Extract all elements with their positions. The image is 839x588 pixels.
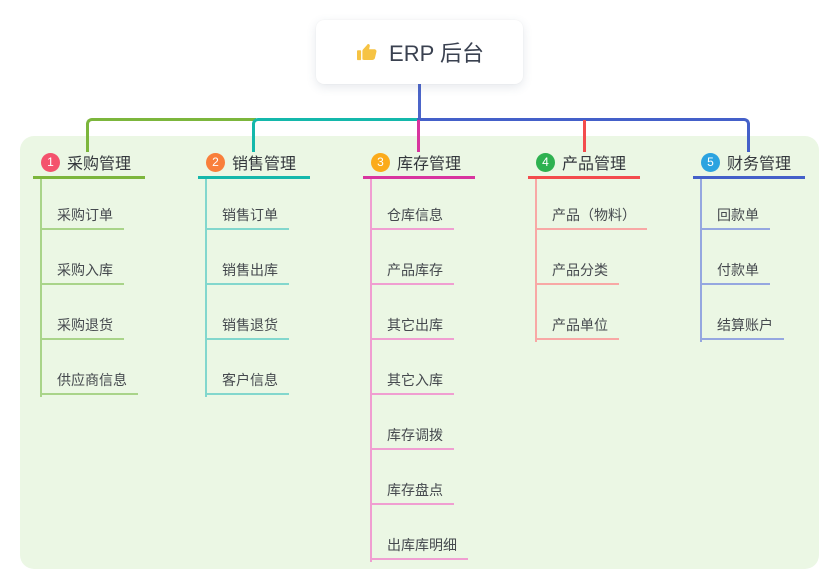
node-kucun-diaobo[interactable]: 库存调拨 [370,422,454,450]
branch-header-caiwu[interactable]: 5 财务管理 [693,148,805,179]
connector-branch1-elbow [86,118,256,152]
node-qita-ruku[interactable]: 其它入库 [370,367,454,395]
branch5-child-line [700,179,702,342]
branches-panel [20,136,819,569]
node-huikuan-dan[interactable]: 回款单 [700,202,770,230]
branch-header-caigou[interactable]: 1 采购管理 [33,148,145,179]
branch-header-chanpin[interactable]: 4 产品管理 [528,148,640,179]
branch3-child-line [370,179,372,562]
branch3-number-badge: 3 [371,152,390,172]
node-caigou-tuihuo[interactable]: 采购退货 [40,312,124,340]
root-title: ERP 后台 [389,41,484,66]
node-chanpin-wuliao[interactable]: 产品（物料） [535,202,647,230]
connector-branch3-drop [417,120,420,152]
connector-branch4-drop [583,120,586,152]
root-node[interactable]: ERP 后台 [316,20,523,84]
node-xiaoshou-tuihuo[interactable]: 销售退货 [205,312,289,340]
branch2-child-line [205,179,207,397]
node-kehu-xinxi[interactable]: 客户信息 [205,367,289,395]
thumbs-up-icon [355,40,379,64]
branch1-child-line [40,179,42,397]
connector-branch2-elbow [252,118,419,152]
node-chanpin-kucun[interactable]: 产品库存 [370,257,454,285]
branch1-label: 采购管理 [67,156,132,173]
node-chuku-mingxi[interactable]: 出库库明细 [370,532,468,560]
node-caigou-ruku[interactable]: 采购入库 [40,257,124,285]
node-fukuan-dan[interactable]: 付款单 [700,257,770,285]
branch3-label: 库存管理 [397,156,462,173]
node-jiesuan-zhanghu[interactable]: 结算账户 [700,312,784,340]
node-xiaoshou-chuku[interactable]: 销售出库 [205,257,289,285]
branch-header-kucun[interactable]: 3 库存管理 [363,148,475,179]
node-cangku-xinxi[interactable]: 仓库信息 [370,202,454,230]
branch4-child-line [535,179,537,342]
branch4-label: 产品管理 [562,156,627,173]
node-chanpin-fenlei[interactable]: 产品分类 [535,257,619,285]
branch5-number-badge: 5 [701,152,720,172]
node-qita-chuku[interactable]: 其它出库 [370,312,454,340]
node-caigou-dingdan[interactable]: 采购订单 [40,202,124,230]
connector-root-vertical [418,83,421,121]
node-xiaoshou-dingdan[interactable]: 销售订单 [205,202,289,230]
connector-branch5-elbow [417,118,750,152]
branch2-label: 销售管理 [232,156,297,173]
branch2-number-badge: 2 [206,152,225,172]
branch4-number-badge: 4 [536,152,555,172]
node-gongyingshang[interactable]: 供应商信息 [40,367,138,395]
node-chanpin-danwei[interactable]: 产品单位 [535,312,619,340]
branch-header-xiaoshou[interactable]: 2 销售管理 [198,148,310,179]
node-kucun-pandian[interactable]: 库存盘点 [370,477,454,505]
branch5-label: 财务管理 [727,156,792,173]
branch1-number-badge: 1 [41,152,60,172]
